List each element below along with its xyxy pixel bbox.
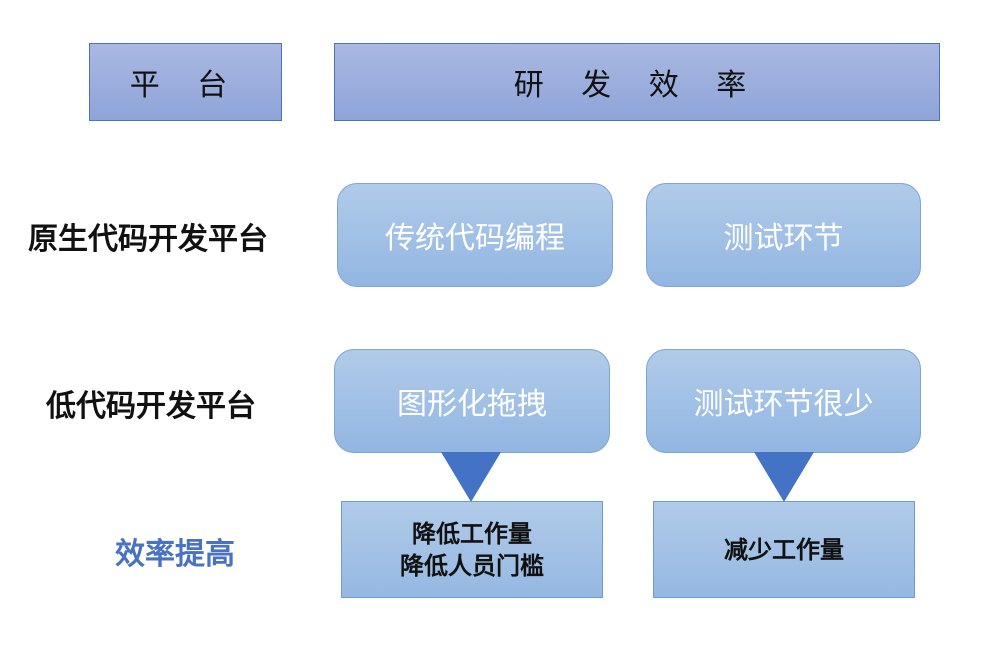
box-drag-drop: 图形化拖拽	[334, 349, 610, 453]
box-testing-label: 测试环节	[723, 221, 844, 256]
header-efficiency: 研 发 效 率	[334, 43, 940, 121]
header-platform-label: 平 台	[129, 68, 242, 103]
box-less-testing: 测试环节很少	[646, 349, 921, 453]
header-efficiency-label: 研 发 效 率	[513, 68, 761, 103]
box-drag-drop-label: 图形化拖拽	[397, 387, 547, 422]
down-arrow-icon	[441, 452, 501, 502]
box-less-testing-label: 测试环节很少	[693, 387, 874, 422]
down-arrow-icon	[754, 452, 814, 502]
box-dev-benefit: 降低工作量 降低人员门槛	[341, 501, 603, 598]
dev-benefit-line: 降低工作量	[412, 519, 532, 548]
dev-benefit-line: 降低人员门槛	[400, 551, 544, 580]
test-benefit-label: 减少工作量	[724, 535, 844, 564]
row-label-lowcode: 低代码开发平台	[46, 389, 256, 424]
row-label-native: 原生代码开发平台	[28, 222, 268, 257]
box-testing: 测试环节	[646, 183, 921, 287]
result-label: 效率提高	[115, 537, 235, 572]
box-traditional-coding: 传统代码编程	[337, 183, 613, 287]
box-test-benefit: 减少工作量	[653, 501, 915, 598]
box-traditional-coding-label: 传统代码编程	[385, 221, 565, 256]
header-platform: 平 台	[89, 43, 282, 121]
